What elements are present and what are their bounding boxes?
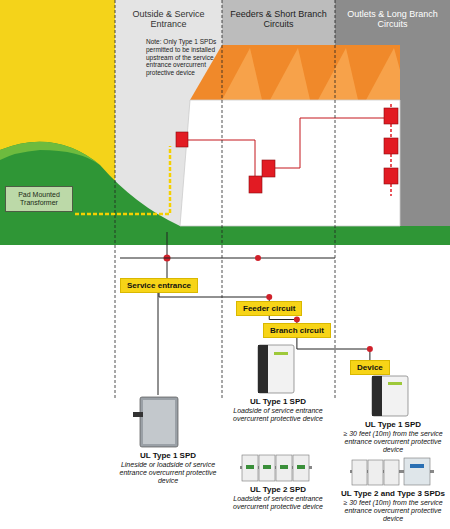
spd-indicator [410,464,424,468]
roof-gable [222,48,262,100]
spd-indicator [280,465,288,469]
spd-device-image [140,397,178,447]
spd-indicator [246,465,254,469]
roof-gable [366,48,400,100]
tree-line [158,292,159,395]
spd-device-image [372,376,408,416]
level-tag: Device [350,360,390,375]
node-title: Feeders & Short Branch Circuits [227,9,330,30]
spd-device-image [372,376,382,416]
junction-dot [255,255,261,261]
spd-indicator [388,382,402,385]
node-title: Branch circuit [270,326,324,335]
branch-wiring [188,118,384,178]
spd-indicator [263,465,271,469]
level-tag: Service entrance [120,278,198,293]
device-caption: UL Type 1 SPDLoadside of service entranc… [224,397,332,423]
spd-module [276,455,292,481]
node-title: UL Type 2 SPD [224,485,332,495]
column-divider [222,0,223,400]
spd-module [293,455,309,481]
device-caption: UL Type 1 SPDLineside or loadside of ser… [115,451,221,486]
connector-line [269,316,297,323]
transformer-box: Pad Mounted Transformer [5,186,73,212]
node-title: Pad Mounted Transformer [9,191,69,207]
spd-module [384,460,399,485]
hill-top [0,142,100,165]
column-header: Feeders & Short Branch Circuits [223,6,334,33]
node-title: UL Type 1 SPD [224,397,332,407]
spd-module [352,460,367,485]
node-body: Lineside or loadside of service entrance… [115,461,221,486]
spd-box [384,138,398,154]
building-wall [180,100,400,226]
spd-box [176,132,188,147]
node-body: ≥ 30 feet (10m) from the service entranc… [338,499,448,524]
level-tag: Feeder circuit [236,301,302,316]
node-title: Device [357,363,383,372]
column-divider [115,0,116,400]
roof-gable [270,48,310,100]
service-wire [75,146,170,214]
building-roof [190,45,400,100]
column-header: Outlets & Long Branch Circuits [336,6,449,33]
junction-dot [266,294,272,300]
spd-handle [133,412,143,417]
column-divider [335,0,336,400]
node-title: UL Type 1 SPD [115,451,221,461]
spd-module [404,458,430,485]
junction-dot [294,317,300,323]
spd-device-image [258,345,294,393]
node-title: Feeder circuit [243,304,295,313]
spd-box [249,176,262,193]
device-caption: UL Type 1 SPD≥ 30 feet (10m) from the se… [338,420,448,455]
column-header: Outside & Service Entrance [116,6,221,33]
spd-box [384,108,398,124]
connector-line [159,293,269,301]
spd-indicator [297,465,305,469]
spd-device-image [258,345,268,393]
node-title: Service entrance [127,281,191,290]
device-caption: UL Type 2 SPDLoadside of service entranc… [224,485,332,511]
device-caption: UL Type 2 and Type 3 SPDs≥ 30 feet (10m)… [338,489,448,524]
node-title: Outlets & Long Branch Circuits [340,9,445,30]
spd-device-image [143,400,175,444]
spd-box [384,168,398,184]
node-body: Loadside of service entrance overcurrent… [224,495,332,512]
roof-gable [318,48,358,100]
spd-module [259,455,275,481]
note-text: Note: Only Type 1 SPDs permitted to be i… [146,38,218,77]
level-tag: Branch circuit [263,323,331,338]
spd-indicator [274,352,288,355]
junction-dot [367,346,373,352]
node-title: UL Type 2 and Type 3 SPDs [338,489,448,499]
node-body: Loadside of service entrance overcurrent… [224,407,332,424]
connector-line [297,338,370,360]
spd-box [262,160,275,177]
node-title: UL Type 1 SPD [338,420,448,430]
tree-line [120,258,335,259]
spd-module [242,455,258,481]
node-body: ≥ 30 feet (10m) from the service entranc… [338,430,448,455]
node-title: Outside & Service Entrance [120,9,217,30]
spd-module [368,460,383,485]
